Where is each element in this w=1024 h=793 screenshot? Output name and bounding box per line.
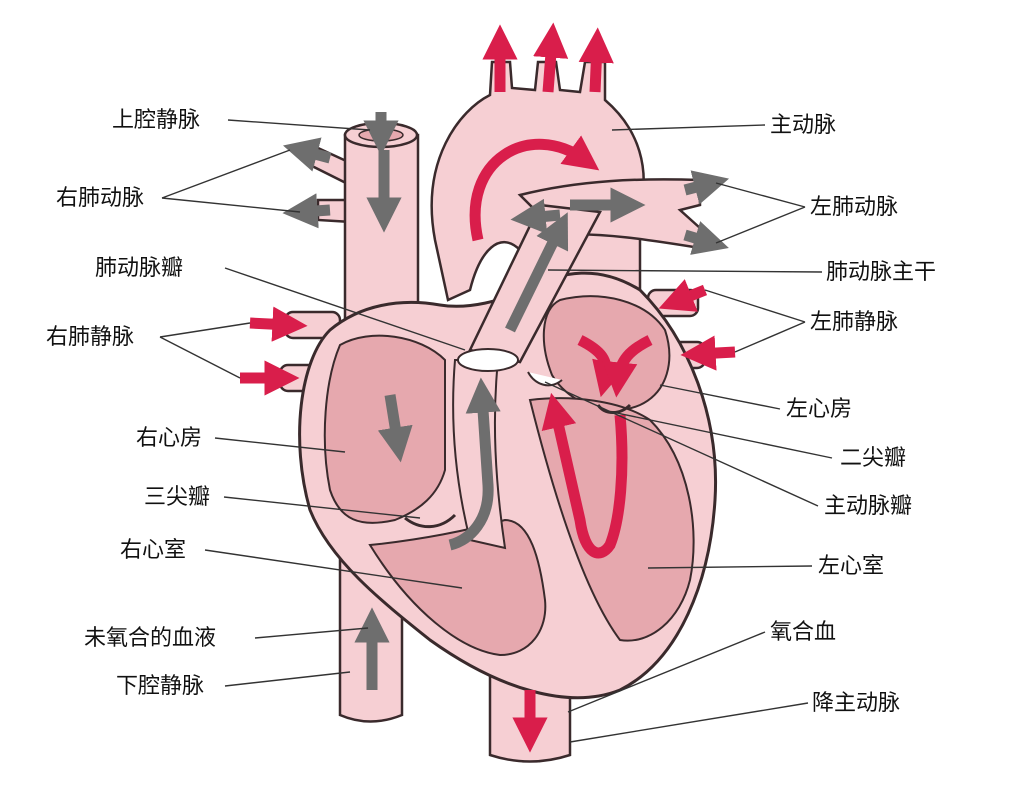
right-atrium-chamber xyxy=(323,334,446,524)
label-deoxygenated-blood: 未氧合的血液 xyxy=(84,626,217,651)
leader-lines xyxy=(159,119,833,743)
label-inferior-vena-cava: 下腔静脉 xyxy=(116,674,205,699)
aortic-valve-shape xyxy=(527,371,563,387)
label-left-pulmonary-vein: 左肺静脉 xyxy=(810,310,899,335)
label-right-pulmonary-vein: 右肺静脉 xyxy=(46,325,135,350)
label-oxygenated-blood: 氧合血 xyxy=(770,620,837,645)
label-mitral-valve: 二尖瓣 xyxy=(840,446,907,471)
oxygenated-flow-arrows xyxy=(240,22,736,753)
pulmonary-valve-shape xyxy=(457,348,519,372)
label-left-pulmonary-artery: 左肺动脉 xyxy=(810,195,899,220)
left-atrium-chamber xyxy=(542,295,671,412)
label-superior-vena-cava: 上腔静脉 xyxy=(112,108,201,133)
label-pulmonary-valve: 肺动脉瓣 xyxy=(95,256,184,281)
label-descending-aorta: 降主动脉 xyxy=(812,691,901,716)
label-left-ventricle: 左心室 xyxy=(818,554,885,579)
label-left-atrium: 左心房 xyxy=(786,397,853,422)
label-tricuspid-valve: 三尖瓣 xyxy=(144,485,211,510)
deoxygenated-flow-arrows xyxy=(282,112,730,690)
label-right-atrium: 右心房 xyxy=(136,426,203,451)
label-aortic-valve: 主动脉瓣 xyxy=(824,494,913,519)
aortic-arch-shape xyxy=(430,60,645,302)
label-aorta: 主动脉 xyxy=(770,113,837,138)
tricuspid-valve-shape xyxy=(404,513,457,529)
label-pulmonary-trunk: 肺动脉主干 xyxy=(826,260,937,285)
label-right-ventricle: 右心室 xyxy=(120,538,187,563)
label-right-pulmonary-artery: 右肺动脉 xyxy=(56,186,145,211)
